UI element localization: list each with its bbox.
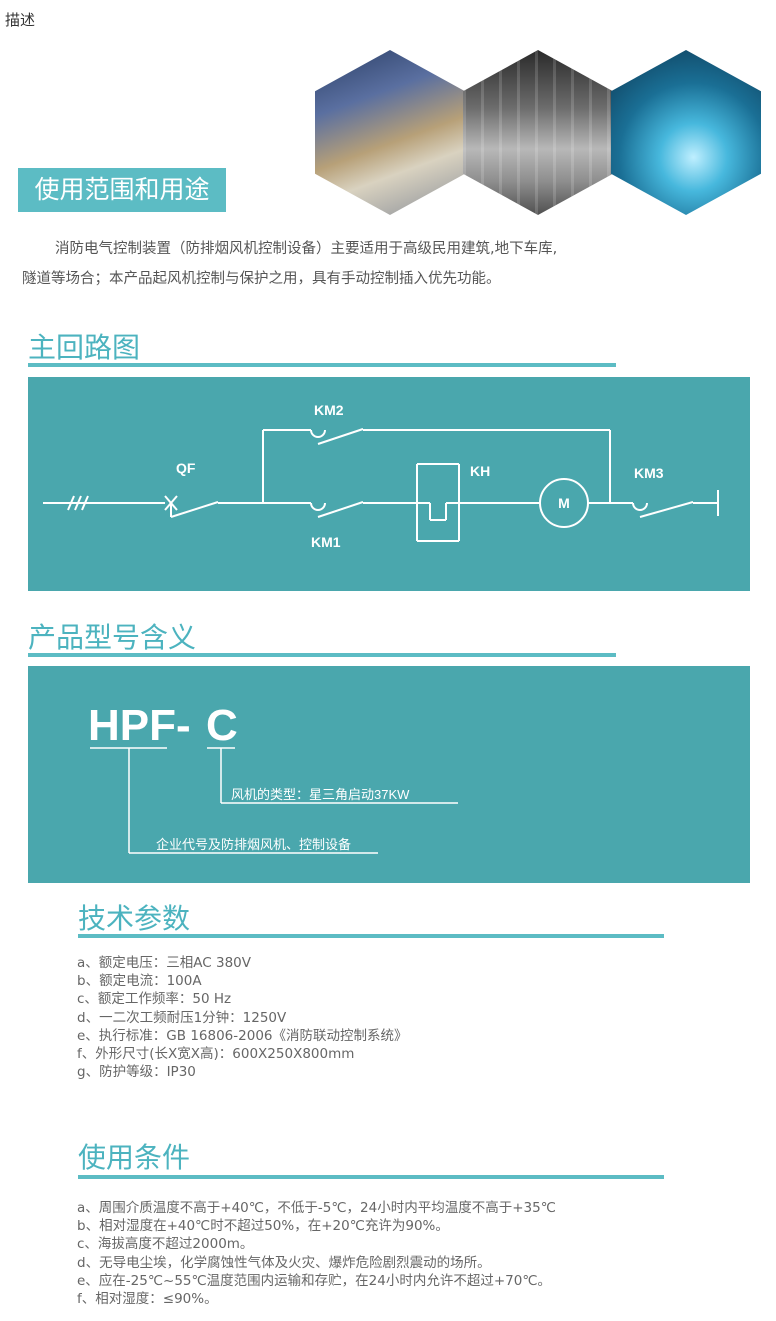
usage-description: 消防电气控制装置（防排烟风机控制设备）主要适用于高级民用建筑,地下车库, 隧道等… — [22, 234, 662, 294]
model-main-description: 企业代号及防排烟风机、控制设备 — [156, 837, 351, 852]
list-item: b、相对湿度在+40℃时不超过50%，在+20℃充许为90%。 — [77, 1218, 449, 1235]
list-item: a、周围介质温度不高于+40℃，不低于-5℃，24小时内平均温度不高于+35℃ — [77, 1200, 556, 1216]
list-item: d、无导电尘埃，化学腐蚀性气体及火灾、爆炸危险剧烈震动的场所。 — [77, 1254, 491, 1271]
tab-description[interactable]: 描述 — [5, 11, 36, 29]
main-circuit-divider — [28, 363, 616, 367]
list-item: e、执行标准：GB 16806-2006《消防联动控制系统》 — [77, 1027, 408, 1044]
main-circuit-panel — [28, 377, 750, 591]
main-circuit-title: 主回路图 — [28, 331, 141, 364]
list-item: c、额定工作频率：50 Hz — [77, 991, 232, 1008]
label-qf: QF — [176, 460, 196, 476]
usage-banner: 使用范围和用途 — [18, 168, 226, 212]
model-suffix-description: 风机的类型：星三角启动37KW — [231, 787, 410, 802]
main-circuit-diagram: KM2 QF KH KM3 KM1 M — [43, 402, 719, 550]
model-meaning-title: 产品型号含义 — [28, 621, 197, 654]
list-item: c、海拔高度不超过2000m。 — [77, 1236, 254, 1253]
list-item: e、应在-25℃~55℃温度范围内运输和存贮，在24小时内允许不超过+70℃。 — [77, 1272, 551, 1289]
label-km2: KM2 — [314, 402, 344, 418]
label-motor: M — [558, 495, 570, 511]
list-item: g、防护等级：IP30 — [77, 1064, 196, 1081]
label-km1: KM1 — [311, 534, 341, 550]
conditions-title: 使用条件 — [78, 1141, 191, 1174]
model-code-diagram: HPF - C 风机的类型：星三角启动37KW 企业代号及防排烟风机、控制设备 — [88, 701, 458, 854]
list-item: b、额定电流：100A — [77, 973, 202, 990]
conditions-divider — [78, 1175, 664, 1179]
usage-line-1: 消防电气控制装置（防排烟风机控制设备）主要适用于高级民用建筑,地下车库, — [55, 241, 558, 257]
tech-params-title: 技术参数 — [78, 902, 191, 935]
tech-params-list: a、额定电压：三相AC 380V b、额定电流：100A c、额定工作频率：50… — [77, 954, 408, 1081]
model-meaning-panel — [28, 666, 750, 883]
model-code-dash: - — [176, 701, 191, 750]
list-item: a、额定电压：三相AC 380V — [77, 955, 251, 971]
tunnel-photo — [611, 50, 761, 215]
building-photo — [315, 50, 465, 215]
tech-params-divider — [78, 934, 664, 938]
model-code-main: HPF — [88, 701, 176, 750]
usage-line-2: 隧道等场合；本产品起风机控制与保护之用，具有手动控制插入优先功能。 — [22, 271, 501, 287]
list-item: f、相对湿度：≤90%。 — [77, 1291, 218, 1308]
conditions-list: a、周围介质温度不高于+40℃，不低于-5℃，24小时内平均温度不高于+35℃ … — [77, 1199, 556, 1308]
model-meaning-divider — [28, 653, 616, 657]
list-item: f、外形尺寸(长X宽X高)：600X250X800mm — [77, 1046, 355, 1063]
label-km3: KM3 — [634, 465, 664, 481]
parking-garage-photo — [463, 50, 613, 215]
model-code-suffix: C — [206, 701, 238, 750]
list-item: d、一二次工频耐压1分钟：1250V — [77, 1009, 287, 1026]
label-kh: KH — [470, 463, 490, 479]
